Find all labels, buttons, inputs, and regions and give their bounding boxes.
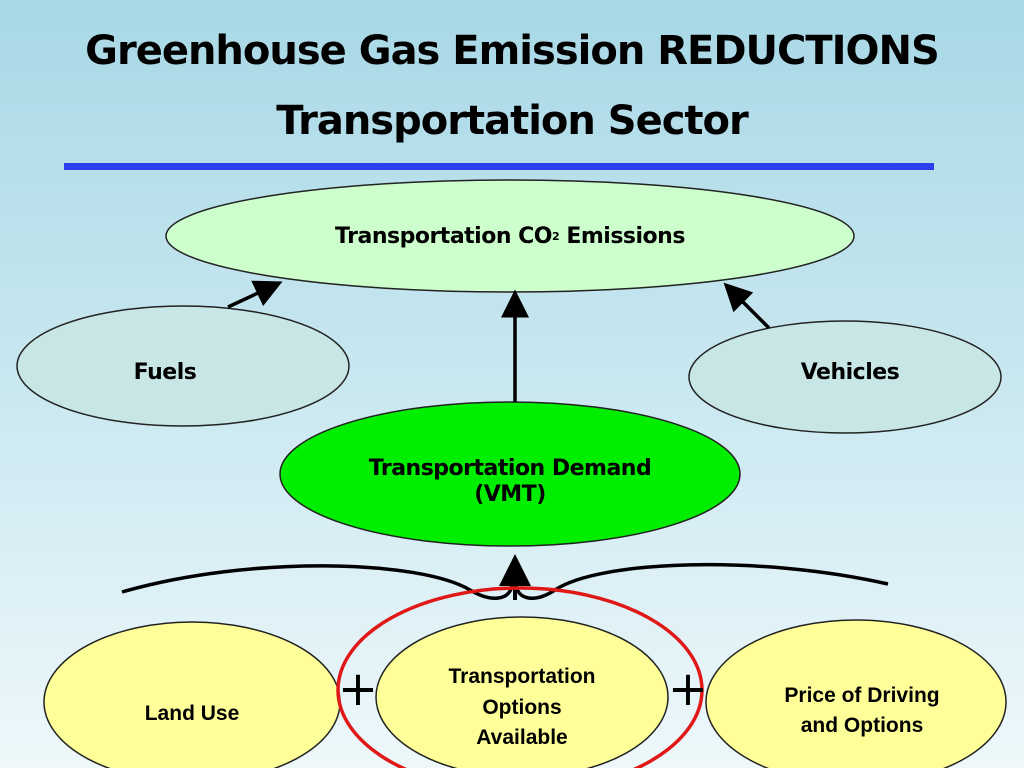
vehicles-ellipse — [688, 320, 1002, 434]
demand-line-1: Transportation Demand — [368, 455, 652, 481]
vehicles-label: Vehicles — [800, 359, 900, 385]
brace-right — [514, 562, 889, 600]
transport-options-ellipse — [375, 616, 669, 768]
transport-options-label: Transportation Options Available — [402, 660, 642, 756]
price-ellipse — [705, 619, 1007, 768]
demand-ellipse — [279, 401, 741, 547]
title-line-2: Transportation Sector — [276, 98, 749, 144]
demand-label: Transportation Demand (VMT) — [300, 440, 720, 524]
demand-line-2: (VMT) — [474, 482, 546, 507]
price-label: Price of Driving and Options — [742, 676, 982, 746]
land-use-label: Land Use — [144, 702, 240, 726]
highlight-ring — [336, 586, 704, 768]
arrow-vehicles-to-emissions — [723, 282, 771, 330]
brace-left — [121, 564, 514, 600]
transport-options-line-1: Transportation — [448, 665, 596, 689]
plus-sign-right: + — [667, 661, 709, 718]
fuels-label: Fuels — [133, 359, 197, 385]
emissions-suffix: Emissions — [559, 223, 685, 249]
arrow-fuels-to-emissions — [227, 280, 283, 309]
transport-options-line-3: Available — [476, 726, 568, 750]
transport-options-line-2: Options — [482, 695, 562, 719]
plus-sign-left: + — [337, 661, 379, 718]
co2-subscript: 2 — [552, 230, 560, 244]
emissions-prefix: Transportation CO — [335, 223, 553, 249]
price-line-2: and Options — [800, 714, 924, 737]
fuels-ellipse — [16, 305, 350, 427]
title-underline — [64, 163, 934, 170]
price-line-1: Price of Driving — [784, 683, 940, 707]
title-line-1: Greenhouse Gas Emission REDUCTIONS — [85, 28, 940, 74]
